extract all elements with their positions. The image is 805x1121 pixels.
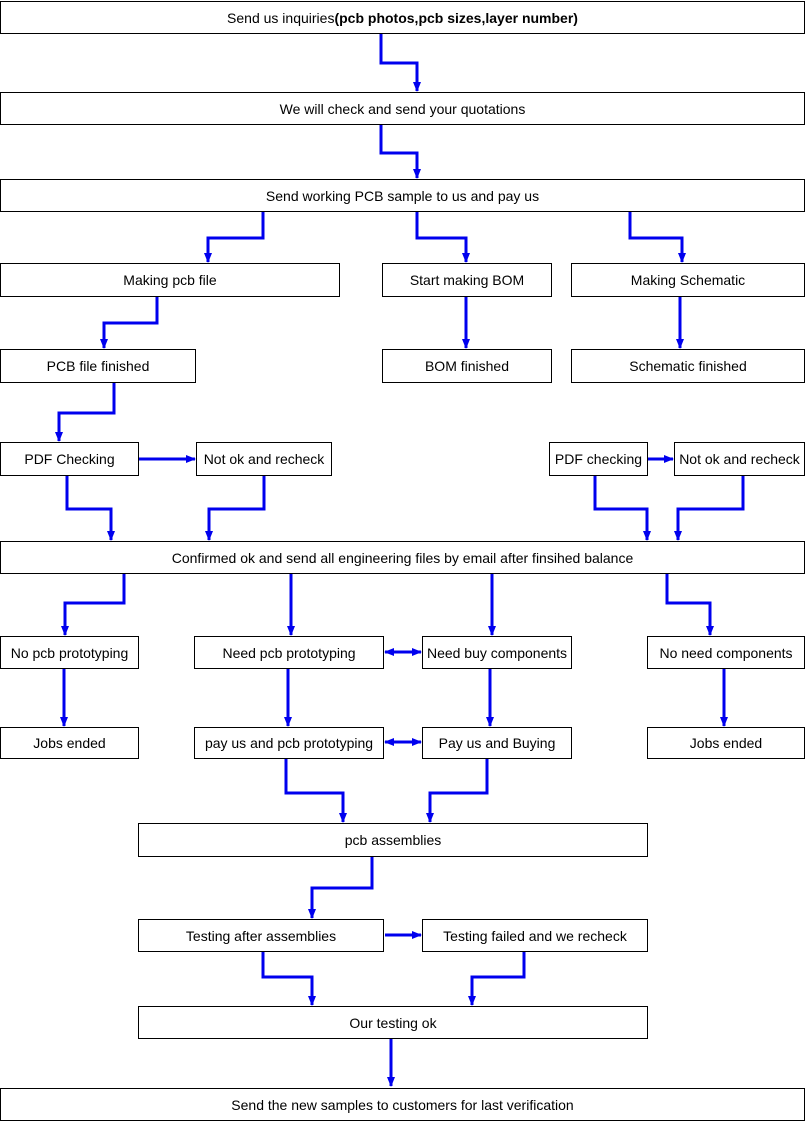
arrow-sample-to-bom: [415, 211, 470, 263]
arrow-confirmed-to-no-pcb: [61, 573, 126, 636]
node-confirmed: Confirmed ok and send all engineering fi…: [0, 541, 805, 574]
node-send-sample: Send working PCB sample to us and pay us: [0, 179, 805, 212]
arrow-confirmed-to-no-need: [665, 573, 714, 636]
arrow-pay-pcb-to-assemblies: [284, 759, 347, 823]
arrow-failed-to-ok: [468, 951, 526, 1006]
node-pdf-checking-right: PDF checking: [549, 442, 648, 476]
node-no-pcb-prototyping: No pcb prototyping: [0, 636, 139, 669]
arrow-sample-to-schematic: [628, 211, 686, 263]
arrow-pcb-finished-to-pdf: [55, 383, 116, 442]
node-testing-failed: Testing failed and we recheck: [422, 919, 648, 952]
node-schematic-finished: Schematic finished: [571, 349, 805, 383]
node-pcb-assemblies: pcb assemblies: [138, 823, 648, 857]
node-send-inquiries-text: Send us inquiries: [227, 9, 335, 26]
node-start-bom: Start making BOM: [382, 263, 552, 297]
node-need-buy-components: Need buy components: [422, 636, 572, 669]
node-no-need-components: No need components: [647, 636, 805, 669]
arrow-notok-left-to-confirmed: [205, 476, 266, 541]
node-not-ok-right: Not ok and recheck: [674, 442, 805, 476]
arrow-pdf-left-to-confirmed: [65, 476, 115, 541]
node-pdf-checking-left: PDF Checking: [0, 442, 139, 476]
node-not-ok-left: Not ok and recheck: [196, 442, 332, 476]
node-jobs-ended-left: Jobs ended: [0, 727, 139, 759]
arrow-pcb-file-to-finished: [100, 297, 159, 349]
arrow-pdf-right-to-confirmed: [593, 476, 651, 541]
node-jobs-ended-right: Jobs ended: [647, 727, 805, 759]
node-send-inquiries: Send us inquiries(pcb photos,pcb sizes,l…: [0, 1, 805, 34]
node-making-schematic: Making Schematic: [571, 263, 805, 297]
node-pcb-file-finished: PCB file finished: [0, 349, 196, 383]
node-send-inquiries-bold: (pcb photos,pcb sizes,layer number): [334, 9, 578, 26]
arrow-testing-to-ok: [261, 951, 316, 1006]
arrow-inquiries-to-quotation: [379, 34, 421, 92]
node-bom-finished: BOM finished: [382, 349, 552, 383]
arrow-notok-right-to-confirmed: [674, 476, 745, 541]
node-pay-pcb-prototyping: pay us and pcb prototyping: [194, 727, 384, 759]
node-testing-ok: Our testing ok: [138, 1006, 648, 1039]
arrow-pay-buying-to-assemblies: [426, 759, 489, 823]
node-testing-after-assemblies: Testing after assemblies: [138, 919, 384, 952]
node-making-pcb-file: Making pcb file: [0, 263, 340, 297]
arrow-quotation-to-sample: [379, 125, 421, 179]
arrow-assemblies-to-testing: [308, 856, 374, 919]
node-need-pcb-prototyping: Need pcb prototyping: [194, 636, 384, 669]
arrow-sample-to-pcb-file: [204, 211, 265, 263]
node-send-new-samples: Send the new samples to customers for la…: [0, 1088, 805, 1121]
node-quotation: We will check and send your quotations: [0, 92, 805, 125]
node-pay-buying: Pay us and Buying: [422, 727, 572, 759]
